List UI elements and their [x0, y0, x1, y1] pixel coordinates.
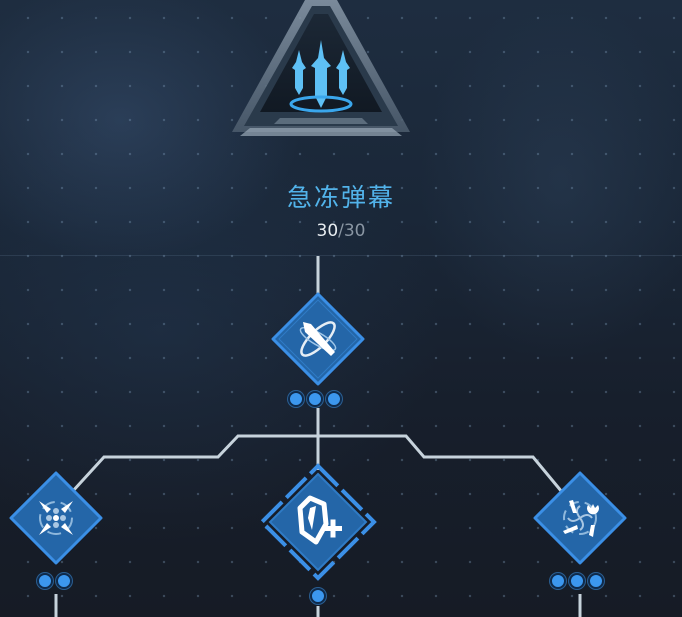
level-dot [56, 573, 72, 589]
progress-current: 30 [316, 221, 339, 241]
skill-node-top[interactable] [271, 292, 365, 386]
spiral-blades-icon [563, 500, 599, 537]
skill-node-center[interactable] [258, 458, 378, 588]
level-dot [569, 573, 585, 589]
shield-plus-icon [297, 495, 342, 545]
level-dots-left [37, 573, 72, 589]
section-divider [0, 255, 682, 256]
level-dot [288, 391, 304, 407]
orbiting-projectile-icon [299, 321, 337, 357]
level-dot [37, 573, 53, 589]
level-dot [310, 588, 326, 604]
talent-emblem[interactable] [232, 0, 410, 142]
progress-max: /30 [338, 221, 366, 241]
talent-title: 急冻弹幕 [286, 183, 395, 212]
level-dot [588, 573, 604, 589]
skill-node-left[interactable] [9, 471, 103, 565]
skill-node-right[interactable] [533, 471, 627, 565]
level-dots-center [310, 588, 326, 604]
level-dot [326, 391, 342, 407]
talent-progress: 30/30 [0, 221, 682, 241]
crosshair-blades-icon [39, 501, 73, 535]
missile-barrage-icon [232, 0, 410, 136]
level-dot [550, 573, 566, 589]
level-dots-top [288, 391, 342, 407]
level-dots-right [550, 573, 604, 589]
level-dot [307, 391, 323, 407]
